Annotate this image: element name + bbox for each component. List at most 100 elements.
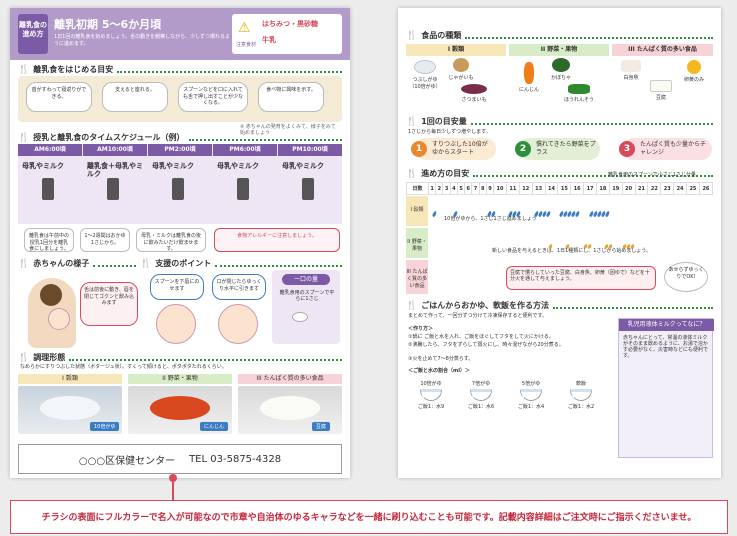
mother-hair	[40, 284, 62, 306]
food-cat-3: III たんぱく質の多い食品	[612, 44, 713, 56]
day-cell: 14	[544, 182, 559, 195]
bottle-icon	[237, 178, 249, 200]
rice-porridge-photo	[18, 386, 122, 434]
order-note-banner: チラシの表面にフルカラーで名入が可能なので市章や自治体のゆるキャラなどを一緒に刷…	[10, 500, 728, 534]
day-cell: 20	[621, 182, 636, 195]
schedule-time-1: AM6:00頃	[18, 144, 82, 156]
schedule-time-3: PM2:00頃	[148, 144, 212, 156]
day-cell: 5	[456, 182, 466, 195]
food-item: にんじん	[514, 62, 544, 93]
baby-face	[48, 308, 70, 330]
day-cell: 10	[493, 182, 507, 195]
spoon-amount-text: 離乳食用のスプーンで平らに1さじ	[279, 290, 335, 302]
form-description: なめらかにすりつぶした状態（ポタージュ状）。すくって傾けると、ポタポタたれるくら…	[20, 364, 227, 370]
day-cell: 18	[595, 182, 610, 195]
section-recipe-title: 🍴 ごはんからおかゆ、軟飯を作る方法	[406, 300, 713, 311]
schedule-note-4: 食物アレルギーに注意しましょう。	[214, 228, 340, 252]
baby-bubble: 舌は前後に動き、唇を閉じてゴクンと飲み込みます	[80, 282, 138, 326]
day-cell: 24	[673, 182, 687, 195]
recipe-how-title: ＜作り方＞	[408, 326, 434, 332]
schedule-note-3: 母乳・ミルクは離乳食の後に飲みたいだけ飲ませます。	[136, 228, 206, 252]
bowl-3: 5倍がゆご飯1：水4	[517, 381, 545, 410]
start-guide-panel: 首がすわって寝返りができる。 支えると座れる。 スプーンなどを口に入れても舌で押…	[18, 76, 342, 122]
footer-org: ○○○区保健センター	[78, 455, 176, 467]
day-cell: 8	[478, 182, 487, 195]
fork-spoon-icon: 🍴	[406, 30, 418, 41]
schedule-item-4: 母乳やミルク	[217, 162, 259, 170]
day-cell: 3	[442, 182, 451, 195]
schedule-panel: AM6:00頃 AM10:00頃 PM2:00頃 PM6:00頃 PM10:00…	[18, 144, 342, 224]
recipe-step-1: ①鍋に ご飯と水を入れ、ご飯をほぐしてフタをして火にかける。	[408, 334, 554, 340]
section-form-title: 🍴 調理形態	[18, 352, 342, 363]
food-item: さつまいも	[456, 84, 492, 103]
footer-contact: ○○○区保健センター TEL 03-5875-4328	[18, 444, 342, 474]
start-note: ※ 赤ちゃんの発育をよくみて、様子をみて始めましょう	[240, 124, 336, 136]
carrot-spoon	[150, 396, 210, 420]
day-cell: 19	[608, 182, 623, 195]
section-baby-title: 🍴 赤ちゃんの様子	[18, 258, 136, 269]
liquid-milk-text: 赤ちゃんにとって、常温の液体ミルクがそのまま飲めるように、お湯で溶かす必要がなく…	[623, 335, 709, 359]
food-item: かぼちゃ	[546, 58, 576, 81]
progress-row-1: I 穀類	[406, 196, 428, 226]
day-cell: 2	[435, 182, 444, 195]
day-cell: 16	[570, 182, 585, 195]
spoon-icon	[292, 312, 308, 322]
liquid-milk-box: 乳児用液体ミルクってなに？ 赤ちゃんにとって、常温の液体ミルクがそのまま飲めるよ…	[618, 318, 714, 458]
day-header: 日数	[406, 182, 429, 195]
progress-note-2: 新しい食品を与えるときは、1日1種類にし、1さじから始めましょう。	[492, 248, 652, 254]
fork-spoon-icon: 🍴	[18, 352, 30, 363]
section-types-title: 🍴 食品の種類	[406, 30, 713, 41]
bowl-1: 10倍がゆご飯1：水9	[417, 381, 445, 410]
recipe-step-2: ②沸騰したら、フタをずらして弱火にし、時々混ぜながら20分煮る。	[408, 342, 564, 348]
schedule-time-2: AM10:00頃	[83, 144, 147, 156]
warning-item-2: 牛乳	[262, 36, 276, 44]
page-subtitle: 1日1回の離乳食を始めましょう。舌の動きを観察しながら、少しずつ慣れるように進め…	[54, 34, 230, 47]
fork-spoon-icon: 🍴	[406, 300, 418, 311]
amount-lead: 1さじから毎日少しずつ増やします。	[408, 129, 491, 135]
food-item: ほうれんそう	[556, 84, 602, 103]
food-cat-2: II 野菜・果物	[509, 44, 609, 56]
fork-spoon-icon: 🍴	[406, 116, 418, 127]
section-progress-title: 🍴 進め方の目安	[406, 168, 713, 179]
progress-row-2: II 野菜・果物	[406, 228, 428, 258]
mascot-bubble: あせらずゆっくりでOK!	[664, 262, 708, 292]
day-cell: 23	[660, 182, 675, 195]
form-caption-3: 豆腐	[312, 422, 331, 431]
food-cat-1: I 穀類	[406, 44, 506, 56]
day-cell: 7	[471, 182, 480, 195]
section-schedule-title: 🍴 授乳と離乳食のタイムスケジュール（例）	[18, 132, 342, 143]
fork-spoon-icon: 🍴	[18, 64, 30, 75]
schedule-note-2: 1〜2週間はおかゆ1さじから。	[80, 228, 130, 252]
schedule-time-5: PM10:00頃	[278, 144, 342, 156]
fork-spoon-icon: 🍴	[18, 258, 30, 269]
flyer-front-page: 離乳食の進め方 離乳初期 5〜6か月頃 1日1回の離乳食を始めましょう。舌の動き…	[10, 8, 350, 478]
mother-baby-illustration	[28, 278, 76, 348]
warning-note: 注意食材	[236, 42, 257, 48]
day-cell: 13	[531, 182, 546, 195]
form-caption-1: 10倍がゆ	[90, 422, 120, 431]
bowl-2: 7倍がゆご飯1：水6	[467, 381, 495, 410]
food-item: 卵黄のみ	[676, 60, 712, 83]
day-cell: 25	[686, 182, 700, 195]
warning-icon: ⚠	[238, 20, 251, 36]
day-cell: 22	[647, 182, 662, 195]
support-bubble-2: 口が閉じたらゆっくり水平に引きます	[212, 274, 266, 300]
food-item: じゃがいも	[446, 58, 476, 81]
form-head-2: II 野菜・果物	[128, 374, 232, 384]
section-start-title: 🍴 離乳食をはじめる目安	[18, 64, 342, 75]
day-cell: 12	[518, 182, 533, 195]
form-head-1: I 穀類	[18, 374, 122, 384]
bottle-icon	[302, 178, 314, 200]
header-band: 離乳食の進め方 離乳初期 5〜6か月頃 1日1回の離乳食を始めましょう。舌の動き…	[10, 8, 350, 60]
progress-note-3: 豆腐で慣らしていった豆腐、白身魚、卵黄（固ゆで）などを十分火を通して与えましょう…	[506, 266, 656, 290]
spoon-amount-box: 一口の量 離乳食用のスプーンで平らに1さじ	[272, 270, 340, 344]
baby-feeding-illustration-2	[218, 304, 258, 344]
baby-feeding-illustration-1	[156, 304, 196, 344]
schedule-note-1: 離乳食は午前中の授乳1回分を離乳食にしましょう。	[24, 228, 74, 252]
food-item: 豆腐	[646, 80, 676, 101]
